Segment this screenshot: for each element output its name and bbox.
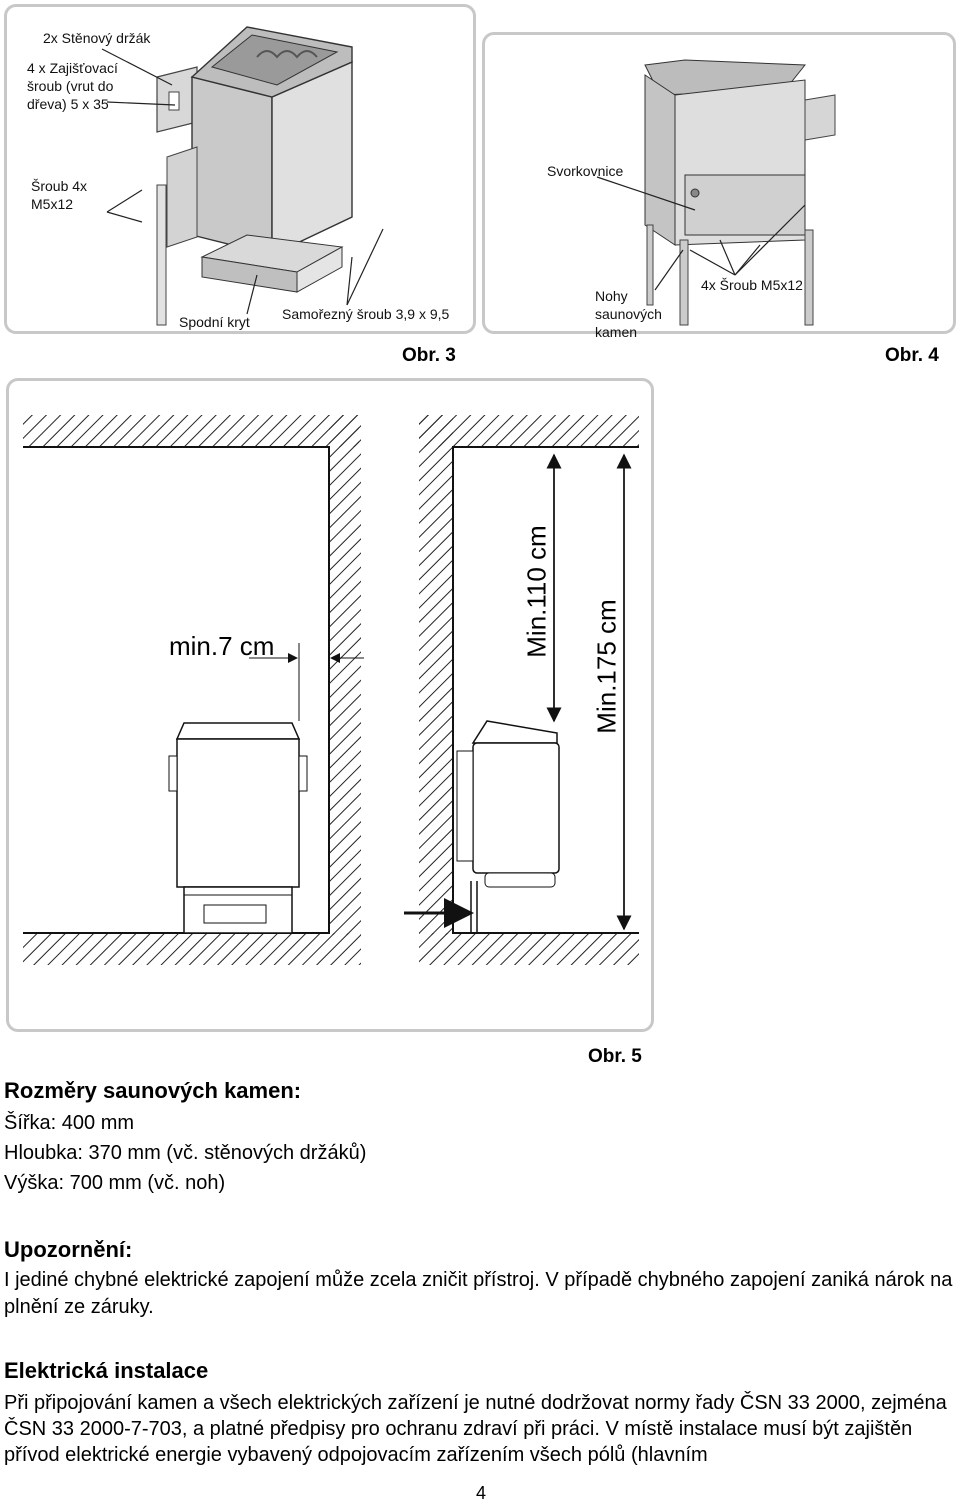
heater-wall-mount-illustration bbox=[101, 26, 384, 326]
label-screw: Šroub 4x M5x12 bbox=[31, 178, 88, 212]
caption-obr-3: Obr. 3 bbox=[402, 345, 456, 366]
dimensions-heading: Rozměry saunových kamen: bbox=[4, 1078, 302, 1103]
dimension-width: Šířka: 400 mm bbox=[4, 1112, 135, 1134]
caption-obr-5: Obr. 5 bbox=[588, 1046, 642, 1067]
label-wall-holder: 2x Stěnový držák bbox=[43, 30, 151, 46]
dimension-min-175cm: Min.175 cm bbox=[591, 599, 622, 734]
label-legs: Nohy saunových kamen bbox=[595, 288, 662, 340]
warning-text: I jediné chybné elektrické zapojení může… bbox=[4, 1269, 953, 1318]
dimension-min-7cm: min.7 cm bbox=[169, 631, 275, 661]
electrical-text: Při připojování kamen a všech elektrický… bbox=[4, 1392, 947, 1466]
dimension-height: Výška: 700 mm (vč. noh) bbox=[4, 1172, 226, 1194]
figure-4-panel: Svorkovnice 4x Šroub M5x12 Nohy saunovýc… bbox=[482, 32, 956, 340]
figure-3-panel: 2x Stěnový držák 4 x Zajišťovací šroub (… bbox=[4, 4, 476, 334]
caption-obr-4: Obr. 4 bbox=[885, 345, 939, 366]
label-fix-screw: 4 x Zajišťovací šroub (vrut do dřeva) 5 … bbox=[27, 60, 118, 112]
dimension-min-110cm: Min.110 cm bbox=[521, 525, 552, 658]
label-screws-m5: 4x Šroub M5x12 bbox=[701, 277, 803, 293]
electrical-heading: Elektrická instalace bbox=[4, 1358, 209, 1383]
heater-legs-illustration bbox=[596, 59, 836, 326]
page-number: 4 bbox=[476, 1483, 487, 1503]
label-terminal: Svorkovnice bbox=[547, 163, 624, 179]
installation-clearance-diagram bbox=[23, 415, 639, 965]
label-self-tap-screw: Samořezný šroub 3,9 x 9,5 bbox=[282, 306, 450, 322]
dimension-depth: Hloubka: 370 mm (vč. stěnových držáků) bbox=[4, 1142, 367, 1164]
label-bottom-cover: Spodní kryt bbox=[179, 314, 250, 330]
warning-heading: Upozornění: bbox=[4, 1237, 133, 1262]
figure-5-panel: min.7 cm Min.110 cm Min.175 cm bbox=[6, 378, 654, 1032]
